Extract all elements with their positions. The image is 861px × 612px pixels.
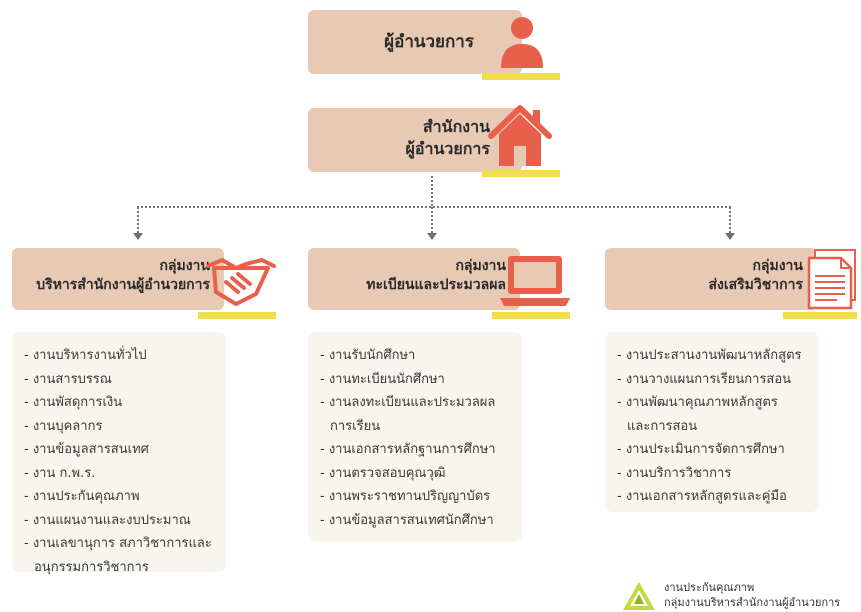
list-item: - งานประสานงานพัฒนาหลักสูตร bbox=[617, 348, 802, 363]
group-admin-title-line1: กลุ่มงาน bbox=[159, 258, 210, 274]
list-item: อนุกรรมการวิชาการ bbox=[34, 559, 149, 575]
laptop-icon bbox=[500, 256, 570, 306]
connector-right bbox=[729, 207, 731, 233]
group-academic-list: - งานประสานงานพัฒนาหลักสูตร - งานวางแผนก… bbox=[617, 344, 809, 509]
group-registration-panel: - งานรับนักศึกษา - งานทะเบียนนักศึกษา - … bbox=[308, 332, 522, 542]
group-registration-title-line1: กลุ่มงาน bbox=[455, 258, 506, 274]
list-item: - งานประเมินการจัดการศึกษา bbox=[617, 442, 785, 457]
arrow-left bbox=[133, 233, 143, 240]
connector-center bbox=[431, 207, 433, 233]
director-box: ผู้อำนวยการ bbox=[308, 10, 522, 74]
list-item: - งานข้อมูลสารสนเทศ bbox=[24, 442, 149, 457]
list-item: - งานเลขานุการ สภาวิชาการและ bbox=[24, 536, 212, 551]
list-item: - งานเอกสารหลักสูตรและคู่มือ bbox=[617, 489, 787, 504]
group-registration-accent-bar bbox=[492, 312, 570, 319]
office-box: สำนักงาน ผู้อำนวยการ bbox=[308, 108, 522, 172]
list-item: - งานข้อมูลสารสนเทศนักศึกษา bbox=[320, 512, 494, 528]
group-academic-panel: - งานประสานงานพัฒนาหลักสูตร - งานวางแผนก… bbox=[605, 332, 819, 512]
list-item: การเรียน bbox=[330, 418, 381, 434]
director-accent-bar bbox=[482, 73, 560, 80]
handshake-icon bbox=[206, 258, 276, 306]
list-item: - งานบริการวิชาการ bbox=[617, 465, 732, 481]
footer-line1: งานประกันคุณภาพ bbox=[664, 581, 755, 594]
group-academic-box: กลุ่มงาน ส่งเสริมวิชาการ bbox=[605, 248, 817, 310]
house-icon bbox=[488, 105, 552, 166]
group-admin-panel: - งานบริหารงานทั่วไป - งานสารบรรณ - งานพ… bbox=[12, 332, 226, 575]
arrow-center bbox=[427, 233, 437, 240]
director-title: ผู้อำนวยการ bbox=[384, 32, 474, 52]
list-item: - งานรับนักศึกษา bbox=[320, 348, 416, 363]
list-item: - งานลงทะเบียนและประมวลผล bbox=[320, 395, 496, 410]
list-item: - งานบุคลากร bbox=[24, 418, 103, 434]
group-admin-accent-bar bbox=[198, 312, 276, 319]
office-title-line1: สำนักงาน bbox=[422, 117, 490, 136]
office-accent-bar bbox=[482, 170, 560, 177]
list-item: - งานบริหารงานทั่วไป bbox=[24, 348, 147, 363]
list-item: - งานพัฒนาคุณภาพหลักสูตร bbox=[617, 395, 778, 410]
triangle-logo-icon bbox=[623, 582, 655, 610]
group-academic-accent-bar bbox=[783, 312, 857, 319]
arrow-right bbox=[725, 233, 735, 240]
group-registration-title-line2: ทะเบียนและประมวลผล bbox=[366, 276, 506, 293]
group-academic-title: กลุ่มงาน ส่งเสริมวิชาการ bbox=[708, 257, 803, 295]
group-admin-title: กลุ่มงาน บริหารสำนักงานผู้อำนวยการ bbox=[36, 257, 210, 295]
group-academic-title-line1: กลุ่มงาน bbox=[752, 258, 803, 274]
list-item: - งานประกันคุณภาพ bbox=[24, 489, 140, 504]
list-item: - งาน ก.พ.ร. bbox=[24, 465, 96, 481]
list-item: และการสอน bbox=[627, 418, 698, 434]
list-item: - งานพัสดุการเงิน bbox=[24, 395, 123, 410]
person-icon bbox=[501, 17, 543, 68]
list-item: - งานทะเบียนนักศึกษา bbox=[320, 371, 445, 387]
office-title-line2: ผู้อำนวยการ bbox=[405, 138, 490, 158]
group-admin-title-line2: บริหารสำนักงานผู้อำนวยการ bbox=[36, 276, 210, 293]
footer-text: งานประกันคุณภาพ กลุ่มงานบริหารสำนักงานผู… bbox=[664, 580, 840, 610]
footer-line2: กลุ่มงานบริหารสำนักงานผู้อำนวยการ bbox=[664, 596, 841, 609]
list-item: - งานวางแผนการเรียนการสอน bbox=[617, 371, 792, 387]
list-item: - งานสารบรรณ bbox=[24, 371, 112, 387]
office-title: สำนักงาน ผู้อำนวยการ bbox=[405, 116, 490, 159]
group-registration-title: กลุ่มงาน ทะเบียนและประมวลผล bbox=[366, 257, 506, 295]
connector-left bbox=[137, 207, 139, 233]
group-admin-list: - งานบริหารงานทั่วไป - งานสารบรรณ - งานพ… bbox=[24, 344, 216, 579]
group-academic-title-line2: ส่งเสริมวิชาการ bbox=[708, 276, 803, 293]
group-registration-list: - งานรับนักศึกษา - งานทะเบียนนักศึกษา - … bbox=[320, 344, 512, 532]
list-item: - งานพระราชทานปริญญาบัตร bbox=[320, 489, 491, 504]
group-admin-box: กลุ่มงาน บริหารสำนักงานผู้อำนวยการ bbox=[12, 248, 224, 310]
list-item: - งานตรวจสอบคุณวุฒิ bbox=[320, 465, 446, 481]
list-item: - งานแผนงานและงบประมาณ bbox=[24, 512, 191, 528]
list-item: - งานเอกสารหลักฐานการศึกษา bbox=[320, 442, 496, 457]
connector-horizontal bbox=[137, 206, 731, 208]
group-registration-box: กลุ่มงาน ทะเบียนและประมวลผล bbox=[308, 248, 520, 310]
connector-vertical-main bbox=[431, 176, 433, 206]
document-icon bbox=[807, 249, 856, 310]
